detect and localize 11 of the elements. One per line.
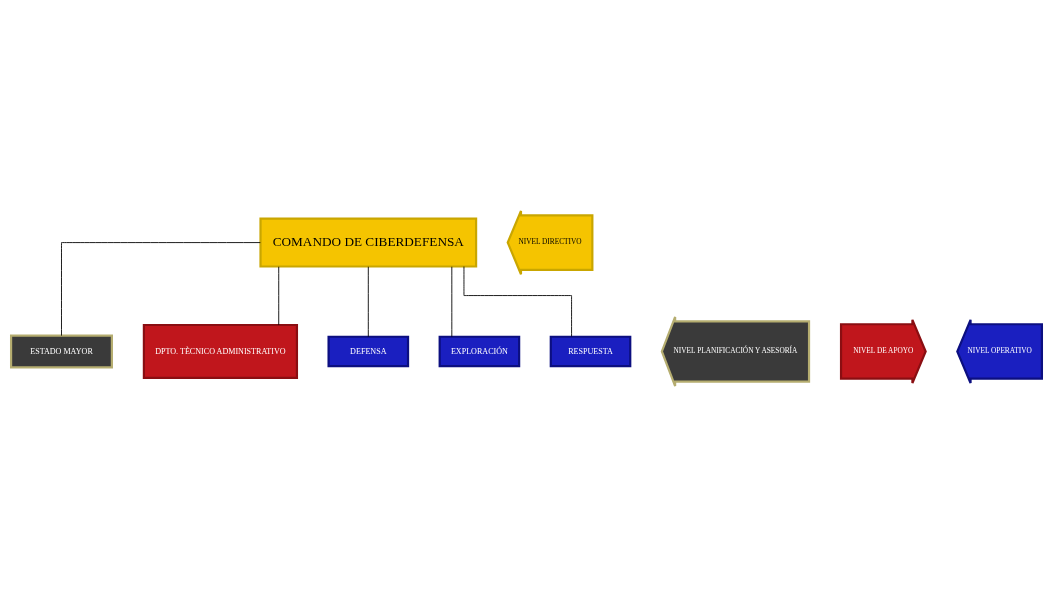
connector [61, 242, 261, 337]
connector [278, 266, 280, 326]
connector [367, 266, 369, 338]
connector [463, 266, 572, 337]
node-box: ESTADO MAYOR [10, 334, 113, 369]
node-box: DPTO. TÈCNICO ADMINISTRATIVO [142, 323, 299, 380]
connector [451, 266, 453, 338]
node-box: COMANDO DE CIBERDEFENSA [259, 217, 478, 268]
node-box: DEFENSA [327, 335, 410, 368]
node-box: RESPUESTA [549, 335, 632, 368]
node-box: EXPLORACIÓN [438, 335, 521, 368]
